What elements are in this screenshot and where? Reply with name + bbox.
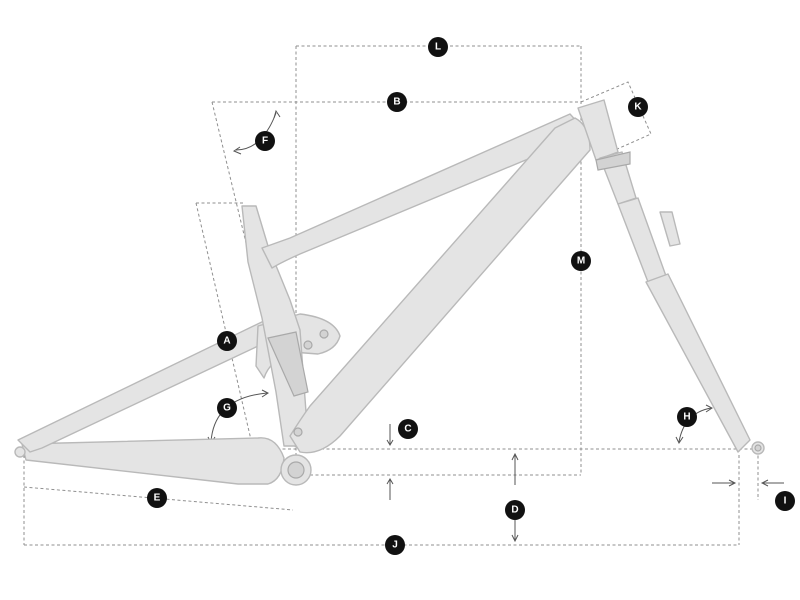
rear-dropout bbox=[14, 446, 26, 458]
head-tube bbox=[577, 99, 619, 161]
badge-j-text: J bbox=[392, 540, 398, 551]
fork-brake-mount bbox=[659, 211, 681, 247]
dimension-c-arrow-up bbox=[386, 478, 394, 500]
badge-a-text: A bbox=[223, 336, 230, 347]
badge-c: C bbox=[398, 419, 418, 439]
badge-e: E bbox=[147, 488, 167, 508]
badge-f-text: F bbox=[262, 136, 268, 147]
fork-crown bbox=[595, 151, 631, 171]
badge-l-text: L bbox=[435, 42, 441, 53]
badge-k-text: K bbox=[634, 102, 642, 113]
down-tube bbox=[289, 117, 591, 454]
badge-h: H bbox=[677, 407, 697, 427]
bike-frame bbox=[14, 99, 765, 486]
dimension-d-arrow-up bbox=[511, 452, 519, 485]
badge-d-text: D bbox=[511, 505, 518, 516]
fork-lower bbox=[645, 273, 751, 453]
dimension-c-arrow-down bbox=[386, 424, 394, 446]
badge-i: I bbox=[775, 491, 795, 511]
main-pivot bbox=[303, 340, 313, 350]
badge-b: B bbox=[387, 92, 407, 112]
lower-pivot bbox=[293, 427, 303, 437]
badge-e-text: E bbox=[154, 493, 161, 504]
dimension-i-arrow-right bbox=[760, 479, 784, 487]
dimension-d-arrow-down bbox=[511, 520, 519, 543]
badge-j: J bbox=[385, 535, 405, 555]
badge-m-text: M bbox=[577, 256, 585, 267]
badge-c-text: C bbox=[404, 424, 411, 435]
fork-stanchion bbox=[617, 197, 667, 283]
rocker-pivot bbox=[319, 329, 329, 339]
rear-shock bbox=[267, 331, 309, 397]
badge-i-text: I bbox=[784, 496, 787, 507]
badge-k: K bbox=[628, 97, 648, 117]
badge-f: F bbox=[255, 131, 275, 151]
chainstay bbox=[21, 437, 285, 485]
dimension-i-arrow-left bbox=[712, 479, 737, 487]
badge-h-text: H bbox=[683, 412, 690, 423]
badge-g: G bbox=[217, 398, 237, 418]
badge-b-text: B bbox=[393, 97, 400, 108]
dimension-a-line bbox=[195, 202, 259, 471]
badge-l: L bbox=[428, 37, 448, 57]
badge-d: D bbox=[505, 500, 525, 520]
angle-g-arrow bbox=[210, 392, 268, 443]
badge-m: M bbox=[571, 251, 591, 271]
badge-a: A bbox=[217, 331, 237, 351]
seat-stay bbox=[17, 317, 293, 453]
badge-g-text: G bbox=[223, 403, 231, 414]
